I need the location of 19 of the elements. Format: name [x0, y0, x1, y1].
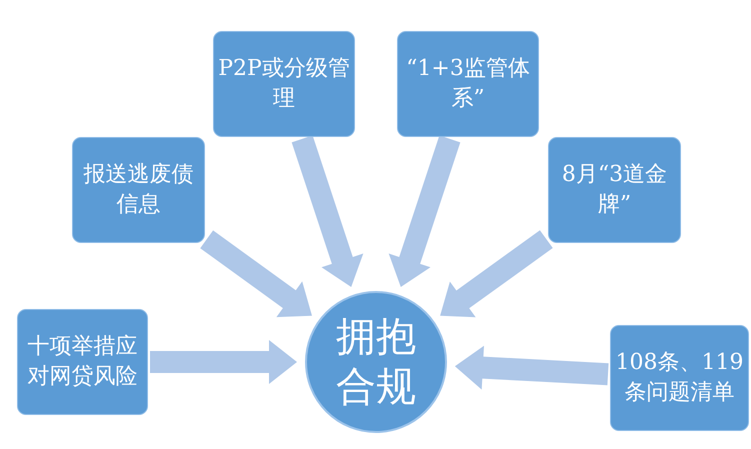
- block-arrow: [388, 135, 460, 287]
- node-label: 108条、119条问题清单: [614, 349, 744, 407]
- block-arrow: [200, 230, 312, 318]
- node-label: 拥抱合规: [335, 313, 417, 412]
- node-label: 十项举措应对网贷风险: [26, 333, 138, 391]
- block-arrow: [150, 340, 297, 384]
- topic-box: [17, 309, 148, 415]
- node-label: 8月“3道金牌”: [560, 161, 668, 219]
- topic-box: [548, 137, 681, 243]
- node-label: 报送逃废债信息: [82, 161, 194, 219]
- block-arrow: [440, 230, 553, 318]
- block-arrow: [292, 135, 364, 287]
- topic-box: [213, 31, 355, 137]
- topic-box: [72, 137, 205, 243]
- topic-box: [397, 31, 539, 137]
- topic-box: [610, 325, 749, 431]
- node-label: P2P或分级管理: [217, 55, 351, 113]
- block-arrow: [454, 346, 609, 390]
- node-label: “1+3监管体系”: [405, 55, 531, 113]
